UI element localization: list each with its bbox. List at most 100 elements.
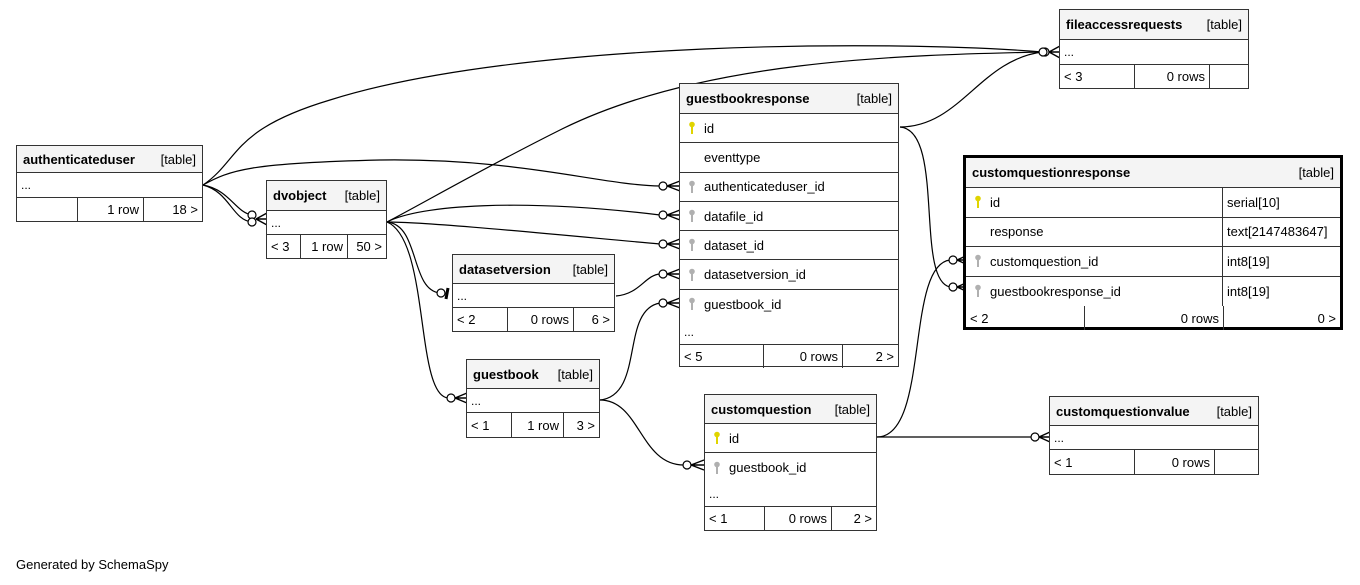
more-columns[interactable]: ... xyxy=(684,324,695,339)
one-marker xyxy=(444,287,450,300)
table-customquestion[interactable]: customquestion [table] id guestbook_id ..… xyxy=(704,394,877,531)
table-kind: [table] xyxy=(1298,165,1334,180)
table-dvobject[interactable]: dvobject [table] ... < 3 1 row 50 > xyxy=(266,180,387,259)
edge-guestbookresponse-customquestionresponse xyxy=(899,126,951,288)
generated-by-label: Generated by SchemaSpy xyxy=(16,557,169,572)
primary-key-icon xyxy=(970,195,986,209)
table-kind: [table] xyxy=(1216,403,1252,419)
column-row[interactable]: eventtype xyxy=(680,143,898,173)
crowfoot xyxy=(255,212,268,226)
optional-marker xyxy=(658,210,668,220)
crowfoot xyxy=(666,180,681,192)
column-row[interactable]: dataset_id xyxy=(680,231,898,261)
foreign-key-icon xyxy=(684,180,700,194)
edge-dvobject-datafile xyxy=(386,204,661,223)
row-count: 1 row xyxy=(77,198,143,221)
table-header: datasetversion [table] xyxy=(453,255,614,284)
column-row[interactable]: guestbook_id xyxy=(680,290,898,319)
column-name: customquestion_id xyxy=(990,253,1099,269)
more-columns[interactable]: ... xyxy=(1064,45,1075,59)
more-columns[interactable]: ... xyxy=(471,393,482,408)
row-count: 0 rows xyxy=(763,345,842,369)
children-count: 2 > xyxy=(842,345,898,369)
column-name: guestbookresponse_id xyxy=(990,283,1121,299)
table-kind: [table] xyxy=(344,188,380,203)
row-count: 1 row xyxy=(511,413,563,437)
table-name: customquestion xyxy=(711,401,812,417)
table-datasetversion[interactable]: datasetversion [table] ... < 2 0 rows 6 … xyxy=(452,254,615,332)
table-kind: [table] xyxy=(1206,17,1242,32)
more-columns[interactable]: ... xyxy=(709,487,720,501)
crowfoot xyxy=(1048,45,1061,59)
edge-datasetversion-guestbookresponse xyxy=(615,273,661,297)
column-name: guestbook_id xyxy=(704,296,782,312)
column-name: eventtype xyxy=(704,149,761,165)
column-row[interactable]: id xyxy=(705,424,876,453)
column-row[interactable]: datafile_id xyxy=(680,202,898,232)
column-row[interactable]: guestbook_id xyxy=(705,453,876,482)
optional-marker xyxy=(948,255,958,265)
column-type: int8[19] xyxy=(1222,247,1340,276)
crowfoot xyxy=(666,297,681,309)
table-kind: [table] xyxy=(834,401,870,417)
foreign-key-icon xyxy=(970,254,986,268)
table-kind: [table] xyxy=(572,261,608,277)
more-columns[interactable]: ... xyxy=(1054,430,1065,445)
parents-count xyxy=(17,198,77,221)
table-customquestionvalue[interactable]: customquestionvalue [table] ... < 1 0 ro… xyxy=(1049,396,1259,475)
more-columns[interactable]: ... xyxy=(457,288,468,303)
table-authenticateduser[interactable]: authenticateduser [table] ... 1 row 18 > xyxy=(16,145,203,222)
more-columns[interactable]: ... xyxy=(271,215,282,230)
optional-marker xyxy=(1038,47,1048,57)
column-name: response xyxy=(990,224,1044,240)
edge-dvobject-dataset xyxy=(386,221,661,245)
crowfoot xyxy=(666,268,681,280)
foreign-key-icon xyxy=(709,461,725,475)
table-fileaccessrequests[interactable]: fileaccessrequests [table] ... < 3 0 row… xyxy=(1059,9,1249,89)
parents-count: < 3 xyxy=(271,239,290,254)
optional-marker xyxy=(658,239,668,249)
column-name: id xyxy=(729,430,740,446)
column-row[interactable]: response text[2147483647] xyxy=(966,217,1340,247)
table-kind: [table] xyxy=(856,91,892,106)
table-name: customquestionvalue xyxy=(1056,403,1190,419)
parents-count: < 1 xyxy=(471,417,490,433)
table-kind: [table] xyxy=(557,366,593,382)
column-row[interactable]: customquestion_id int8[19] xyxy=(966,247,1340,277)
edge-authenticateduser-fileaccessrequests xyxy=(202,45,1043,186)
more-columns[interactable]: ... xyxy=(21,178,32,192)
table-header: customquestionresponse [table] xyxy=(966,158,1340,188)
row-count: 0 rows xyxy=(1134,450,1214,474)
column-row[interactable]: id xyxy=(680,114,898,144)
row-count: 0 rows xyxy=(1134,65,1209,88)
table-header: dvobject [table] xyxy=(267,181,386,211)
foreign-key-icon xyxy=(970,284,986,298)
foreign-key-icon xyxy=(684,268,700,282)
row-count: 0 rows xyxy=(1084,306,1223,330)
column-row[interactable]: datasetversion_id xyxy=(680,260,898,290)
optional-marker xyxy=(1030,432,1040,442)
table-guestbookresponse[interactable]: guestbookresponse [table] id eventtype aut… xyxy=(679,83,899,369)
optional-marker xyxy=(948,282,958,292)
column-type: text[2147483647] xyxy=(1222,217,1340,246)
edge-guestbookresponse-fileaccessrequests xyxy=(899,51,1043,128)
table-guestbook[interactable]: guestbook [table] ... < 1 1 row 3 > xyxy=(466,359,600,438)
crowfoot xyxy=(666,238,681,250)
parents-count: < 2 xyxy=(457,312,476,327)
children-count: 6 > xyxy=(573,308,614,331)
children-count: 50 > xyxy=(347,235,386,258)
column-type: int8[19] xyxy=(1222,276,1340,306)
optional-marker xyxy=(436,288,446,298)
crowfoot xyxy=(454,392,468,404)
crowfoot xyxy=(666,209,681,221)
optional-marker xyxy=(247,217,257,227)
primary-key-icon xyxy=(684,121,700,135)
edge-customquestion-customquestionresponse xyxy=(876,259,951,438)
column-name: id xyxy=(704,120,715,136)
column-row[interactable]: authenticateduser_id xyxy=(680,173,898,202)
table-name: dvobject xyxy=(273,188,327,203)
table-header: guestbookresponse [table] xyxy=(680,84,898,114)
column-row[interactable]: guestbookresponse_id int8[19] xyxy=(966,276,1340,306)
